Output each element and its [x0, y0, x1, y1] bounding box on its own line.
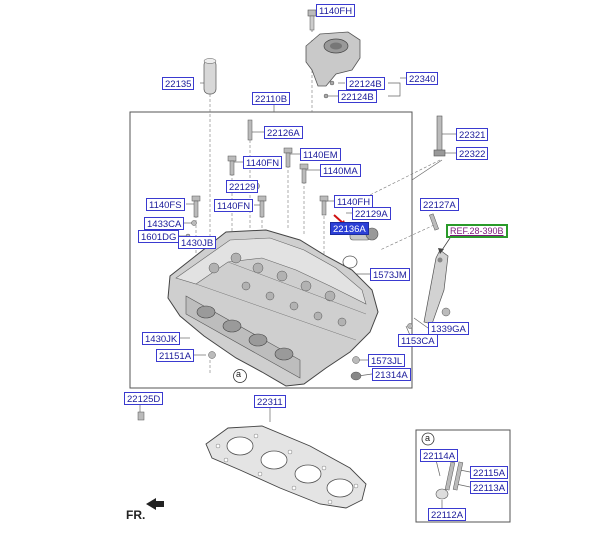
part-label-1573jm[interactable]: 1573JM [370, 268, 410, 281]
part-label-1140fh-top[interactable]: 1140FH [316, 4, 356, 17]
callout-circle-main [233, 369, 247, 383]
rod-22321 [433, 115, 446, 157]
part-label-22135[interactable]: 22135 [162, 77, 195, 90]
part-label-1430jk[interactable]: 1430JK [142, 332, 181, 345]
part-label-22110b[interactable]: 22110B [252, 92, 291, 105]
part-label-22322[interactable]: 22322 [456, 147, 489, 160]
cylinder-head [167, 229, 379, 387]
part-label-1433ca[interactable]: 1433CA [144, 217, 185, 230]
part-label-22115a[interactable]: 22115A [470, 466, 509, 479]
part-label-22125d[interactable]: 22125D [124, 392, 164, 405]
reference-link-28-390b[interactable]: REF.28-390B [446, 224, 508, 238]
inset-frame [415, 429, 511, 523]
part-label-1140em[interactable]: 1140EM [300, 148, 341, 161]
part-label-22321[interactable]: 22321 [456, 128, 489, 141]
part-label-22127a[interactable]: 22127A [420, 198, 459, 211]
housing-22340 [305, 31, 361, 99]
part-label-22124b-lower[interactable]: 22124B [338, 90, 377, 103]
part-label-1140ma[interactable]: 1140MA [320, 164, 361, 177]
part-label-1601dg[interactable]: 1601DG [138, 230, 180, 243]
part-label-1140fs[interactable]: 1140FS [146, 198, 185, 211]
part-label-22114a[interactable]: 22114A [420, 449, 459, 462]
part-label-1573jl[interactable]: 1573JL [368, 354, 406, 367]
part-label-1140fn-upper[interactable]: 1140FN [243, 156, 283, 169]
tube-22135 [203, 58, 217, 95]
callout-a-main: a [236, 369, 242, 379]
part-label-1140fn-lower[interactable]: 1140FN [214, 199, 254, 212]
callout-circle-inset [421, 432, 435, 446]
inset-parts [435, 461, 464, 500]
front-arrow-icon [146, 498, 164, 510]
part-label-1430jb[interactable]: 1430JB [178, 236, 217, 249]
part-label-21314a[interactable]: 21314A [372, 368, 411, 381]
part-label-1153ca[interactable]: 1153CA [398, 334, 438, 347]
main-frame [129, 111, 413, 389]
front-label: FR. [126, 508, 146, 522]
part-label-22113a[interactable]: 22113A [470, 481, 509, 494]
part-label-22129a[interactable]: 22129A [352, 207, 391, 220]
part-label-22112a[interactable]: 22112A [428, 508, 467, 521]
part-label-1339ga[interactable]: 1339GA [428, 322, 469, 335]
bolt-1140fh-top [307, 9, 317, 31]
part-label-22129[interactable]: 22129 [226, 180, 259, 193]
part-label-22311[interactable]: 22311 [254, 395, 286, 408]
part-label-22340[interactable]: 22340 [406, 72, 439, 85]
part-label-22136a-selected[interactable]: 22136A [330, 222, 369, 235]
part-label-21151a[interactable]: 21151A [156, 349, 195, 362]
gasket-22311 [205, 425, 367, 509]
part-label-22126a[interactable]: 22126A [264, 126, 303, 139]
part-label-22124b-upper[interactable]: 22124B [346, 77, 385, 90]
callout-a-inset: a [425, 433, 431, 443]
